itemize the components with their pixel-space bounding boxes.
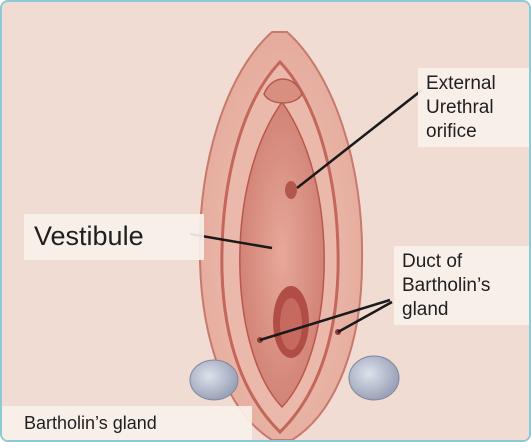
vaginal-opening-inner (280, 298, 302, 350)
label-vestibule: Vestibule (24, 214, 204, 260)
bartholins-gland-left (190, 360, 238, 400)
label-external-urethral-orifice: External Urethral orifice (418, 68, 531, 147)
label-line: Duct of (402, 250, 522, 274)
label-line: Bartholin’s (402, 274, 522, 298)
urethral-orifice (285, 181, 297, 199)
bartholins-gland-right (349, 356, 399, 400)
label-line: External (426, 72, 524, 96)
label-line: orifice (426, 120, 524, 144)
label-line: Urethral (426, 96, 524, 120)
label-bartholins-gland: Bartholin’s gland (2, 406, 252, 442)
label-line: gland (402, 298, 522, 322)
label-duct-of-bartholins-gland: Duct of Bartholin’s gland (394, 246, 530, 325)
